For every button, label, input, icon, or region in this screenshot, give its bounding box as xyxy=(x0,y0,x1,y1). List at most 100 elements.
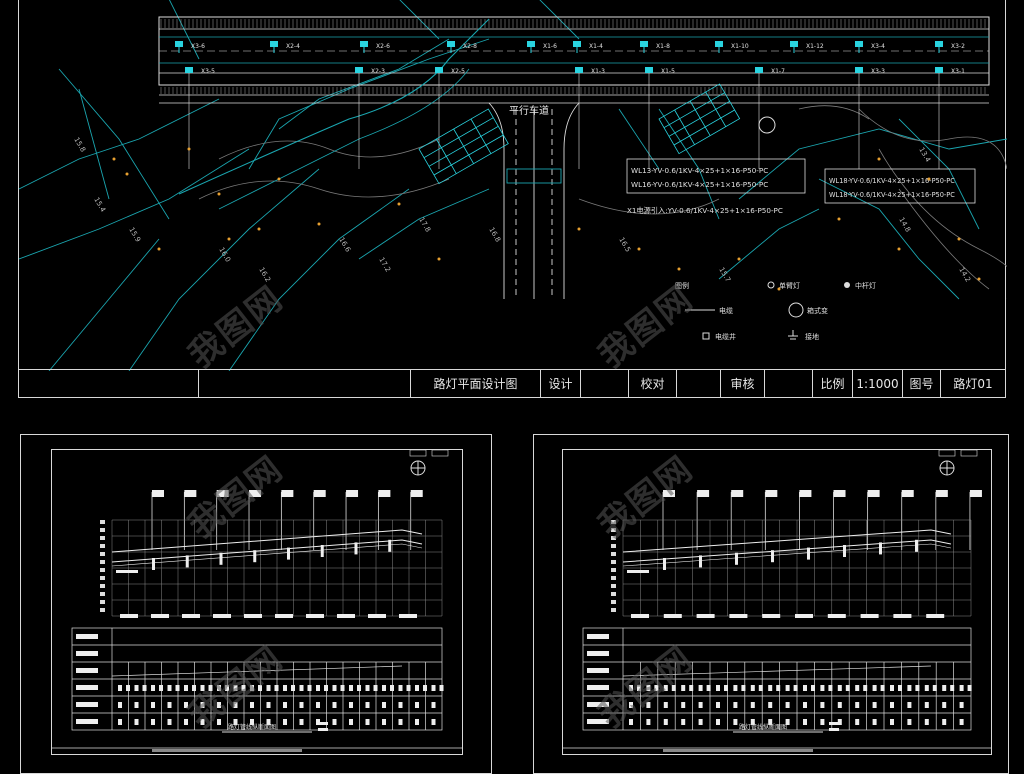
lamp-icon xyxy=(767,281,775,289)
lamp-row-bottom: X3-5 X2-3 X2-5 X1-3 X1-5 X1-7 X3-3 X3-1 xyxy=(185,67,965,169)
survey-point xyxy=(397,202,401,206)
survey-point xyxy=(112,157,116,161)
profile-lamp-pole xyxy=(799,490,812,550)
lamp-label: X1-10 xyxy=(731,43,749,50)
profile-lamp-pole xyxy=(696,490,710,550)
profile-lamp-pole xyxy=(377,490,391,550)
survey-point xyxy=(897,247,901,251)
lamp-label: X1-6 xyxy=(543,43,557,50)
station-tick xyxy=(795,614,813,618)
profile-lamp-pole xyxy=(901,490,914,550)
lamp-label: X1-3 xyxy=(591,68,605,75)
profile-frame-right: 路灯管线纵断面图 xyxy=(562,449,992,755)
profile-lamp-pole xyxy=(151,490,164,550)
legend-item-lamp: 单臂灯 xyxy=(779,281,800,290)
lamp-label: X1-8 xyxy=(656,43,670,50)
elevation-label: 16.8 xyxy=(487,226,502,244)
profile-sheet-left: 路灯管线纵断面图 xyxy=(20,434,492,774)
lamp-label: X3-4 xyxy=(871,43,885,50)
topo-lines xyxy=(198,105,1019,300)
table-values xyxy=(76,634,444,725)
profile-lamp-pole xyxy=(410,490,423,550)
cable-note-3: X1电源引入:YV-0.6/1KV-4×25+1×16-P50-PC xyxy=(627,206,783,215)
survey-points xyxy=(112,147,981,291)
lamp-post: X3-5 xyxy=(185,67,215,169)
cable-note-4: WL18-YV-0.6/1KV-4×25+1×16-P50-PC xyxy=(829,177,955,185)
station-tick xyxy=(762,614,781,618)
station-tick xyxy=(182,614,200,618)
survey-point xyxy=(737,257,741,261)
station-tick xyxy=(337,614,355,618)
survey-point xyxy=(317,222,321,226)
north-mark-icon xyxy=(939,460,955,476)
station-tick xyxy=(306,614,324,618)
lamp-post: X2-3 xyxy=(355,67,385,169)
north-mark-icon xyxy=(410,460,426,476)
drawing-no-label: 图号 xyxy=(903,370,941,397)
survey-point xyxy=(977,277,981,281)
profile-canvas-left: 路灯管线纵断面图 xyxy=(52,449,462,752)
profile-lamp-pole xyxy=(764,490,778,550)
elevation-scale xyxy=(100,520,105,612)
survey-point xyxy=(837,217,841,221)
elevation-label: 14.2 xyxy=(957,266,972,284)
check-value xyxy=(677,370,721,397)
profile-lamp-pole xyxy=(969,490,982,550)
survey-point xyxy=(437,257,441,261)
sheet-title: 路灯平面设计图 xyxy=(411,370,541,397)
main-road xyxy=(158,16,990,104)
profile-title: 路灯管线纵断面图 xyxy=(228,723,276,731)
elevation-label: 15.7 xyxy=(717,266,732,284)
title-block-blank-1 xyxy=(19,370,199,397)
lamp-post: X3-3 xyxy=(855,67,885,169)
legend-item-cable: 电缆 xyxy=(719,306,733,315)
profile-canvas-right: 路灯管线纵断面图 xyxy=(563,449,991,752)
river-line xyxy=(178,18,490,195)
survey-point xyxy=(227,237,231,241)
lamp-label: X2-4 xyxy=(286,43,300,50)
road-hatch xyxy=(160,19,986,94)
terrain-lines xyxy=(18,0,1008,372)
lamp-label: X1-7 xyxy=(771,68,785,75)
profile-data-table xyxy=(582,627,972,731)
lamp-post: X3-1 xyxy=(935,67,965,169)
survey-point xyxy=(217,192,221,196)
elevation-label: 15.8 xyxy=(72,136,87,154)
survey-point xyxy=(637,247,641,251)
lamp-label: X2-5 xyxy=(451,68,465,75)
station-tick xyxy=(244,614,262,618)
station-tick xyxy=(275,614,293,618)
check-label: 校对 xyxy=(629,370,677,397)
survey-point xyxy=(877,157,881,161)
profile-sheet-right: 路灯管线纵断面图 xyxy=(533,434,1009,774)
review-value xyxy=(765,370,813,397)
ground-profile xyxy=(622,529,952,573)
station-tick xyxy=(860,614,879,618)
station-tick xyxy=(151,614,169,618)
station-tick xyxy=(827,614,846,618)
lamp-label: X3-6 xyxy=(191,43,205,50)
station-tick xyxy=(729,614,748,618)
station-tick xyxy=(663,614,682,618)
road-label: 平行车道 xyxy=(509,104,549,117)
lamp-post: X1-5 xyxy=(645,67,675,169)
profile-lamp-pole xyxy=(730,490,744,550)
profile-lamp-pole xyxy=(313,490,326,550)
cable-note-box-right: WL18-YV-0.6/1KV-4×25+1×16-P50-PC WL18-YV… xyxy=(824,168,976,204)
design-value xyxy=(581,370,629,397)
lamp-post: X1-3 xyxy=(575,67,605,169)
profile-grid xyxy=(111,519,443,617)
lamp-label: X3-1 xyxy=(951,68,965,75)
elevation-label: 16.5 xyxy=(617,236,632,254)
profile-lamp-pole xyxy=(867,490,880,550)
drawing-no-value: 路灯01 xyxy=(953,377,993,391)
cable-note-5: WL18-YV-0.6/1KV-4×25+1×16-P50-PC xyxy=(829,191,955,199)
station-tick xyxy=(368,614,386,618)
profile-grid xyxy=(622,519,972,617)
table-values xyxy=(587,634,972,725)
lamp-post: X3-2 xyxy=(935,41,965,53)
cross-road xyxy=(488,102,580,299)
